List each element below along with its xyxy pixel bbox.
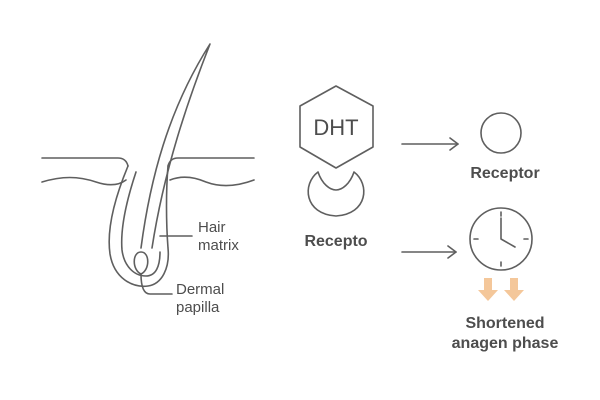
dht-label: DHT bbox=[313, 115, 358, 140]
receptor-circle bbox=[480, 112, 522, 154]
skin-layers bbox=[41, 157, 255, 187]
clock-icon bbox=[469, 207, 533, 271]
recepto-label: Recepto bbox=[304, 233, 367, 250]
hair-matrix-label-line1: Hair bbox=[198, 219, 226, 236]
anagen-branch: Shortened anagen phase bbox=[401, 207, 559, 352]
follicle-inner-sheath bbox=[120, 171, 161, 277]
dermal-papilla-label-line2: papilla bbox=[176, 299, 220, 316]
receptor-branch: Receptor bbox=[401, 112, 540, 182]
down-arrow-icon bbox=[478, 278, 524, 301]
arrow-to-clock-head bbox=[447, 245, 457, 259]
skin-surface-right bbox=[167, 157, 255, 167]
hair-follicle bbox=[108, 43, 211, 287]
follicle-labels: Hair matrix Dermal papilla bbox=[140, 219, 239, 316]
hair-shaft bbox=[140, 43, 211, 249]
skin-wave-left bbox=[41, 176, 127, 186]
dht-binding: DHT Recepto bbox=[299, 85, 374, 250]
dht-hexagon bbox=[299, 85, 374, 169]
skin-wave-right bbox=[169, 176, 255, 187]
dermal-papilla-label-line1: Dermal bbox=[176, 281, 224, 298]
clock-face bbox=[469, 207, 533, 271]
down-arrow-right bbox=[504, 278, 524, 301]
skin-surface-left bbox=[41, 157, 129, 167]
shortened-label-line2: anagen phase bbox=[452, 335, 559, 352]
dermal-papilla-leader bbox=[140, 273, 173, 295]
receptor-label: Receptor bbox=[470, 165, 539, 182]
clock-hands bbox=[500, 217, 516, 248]
hair-matrix-label-line2: matrix bbox=[198, 237, 239, 254]
arrow-to-receptor-head bbox=[449, 137, 459, 151]
down-arrow-left bbox=[478, 278, 498, 301]
shortened-label-line1: Shortened bbox=[465, 315, 544, 332]
receptor-cup-shape bbox=[307, 171, 365, 217]
dermal-papilla-shape bbox=[133, 251, 149, 275]
follicle-outer-sheath bbox=[108, 165, 170, 287]
